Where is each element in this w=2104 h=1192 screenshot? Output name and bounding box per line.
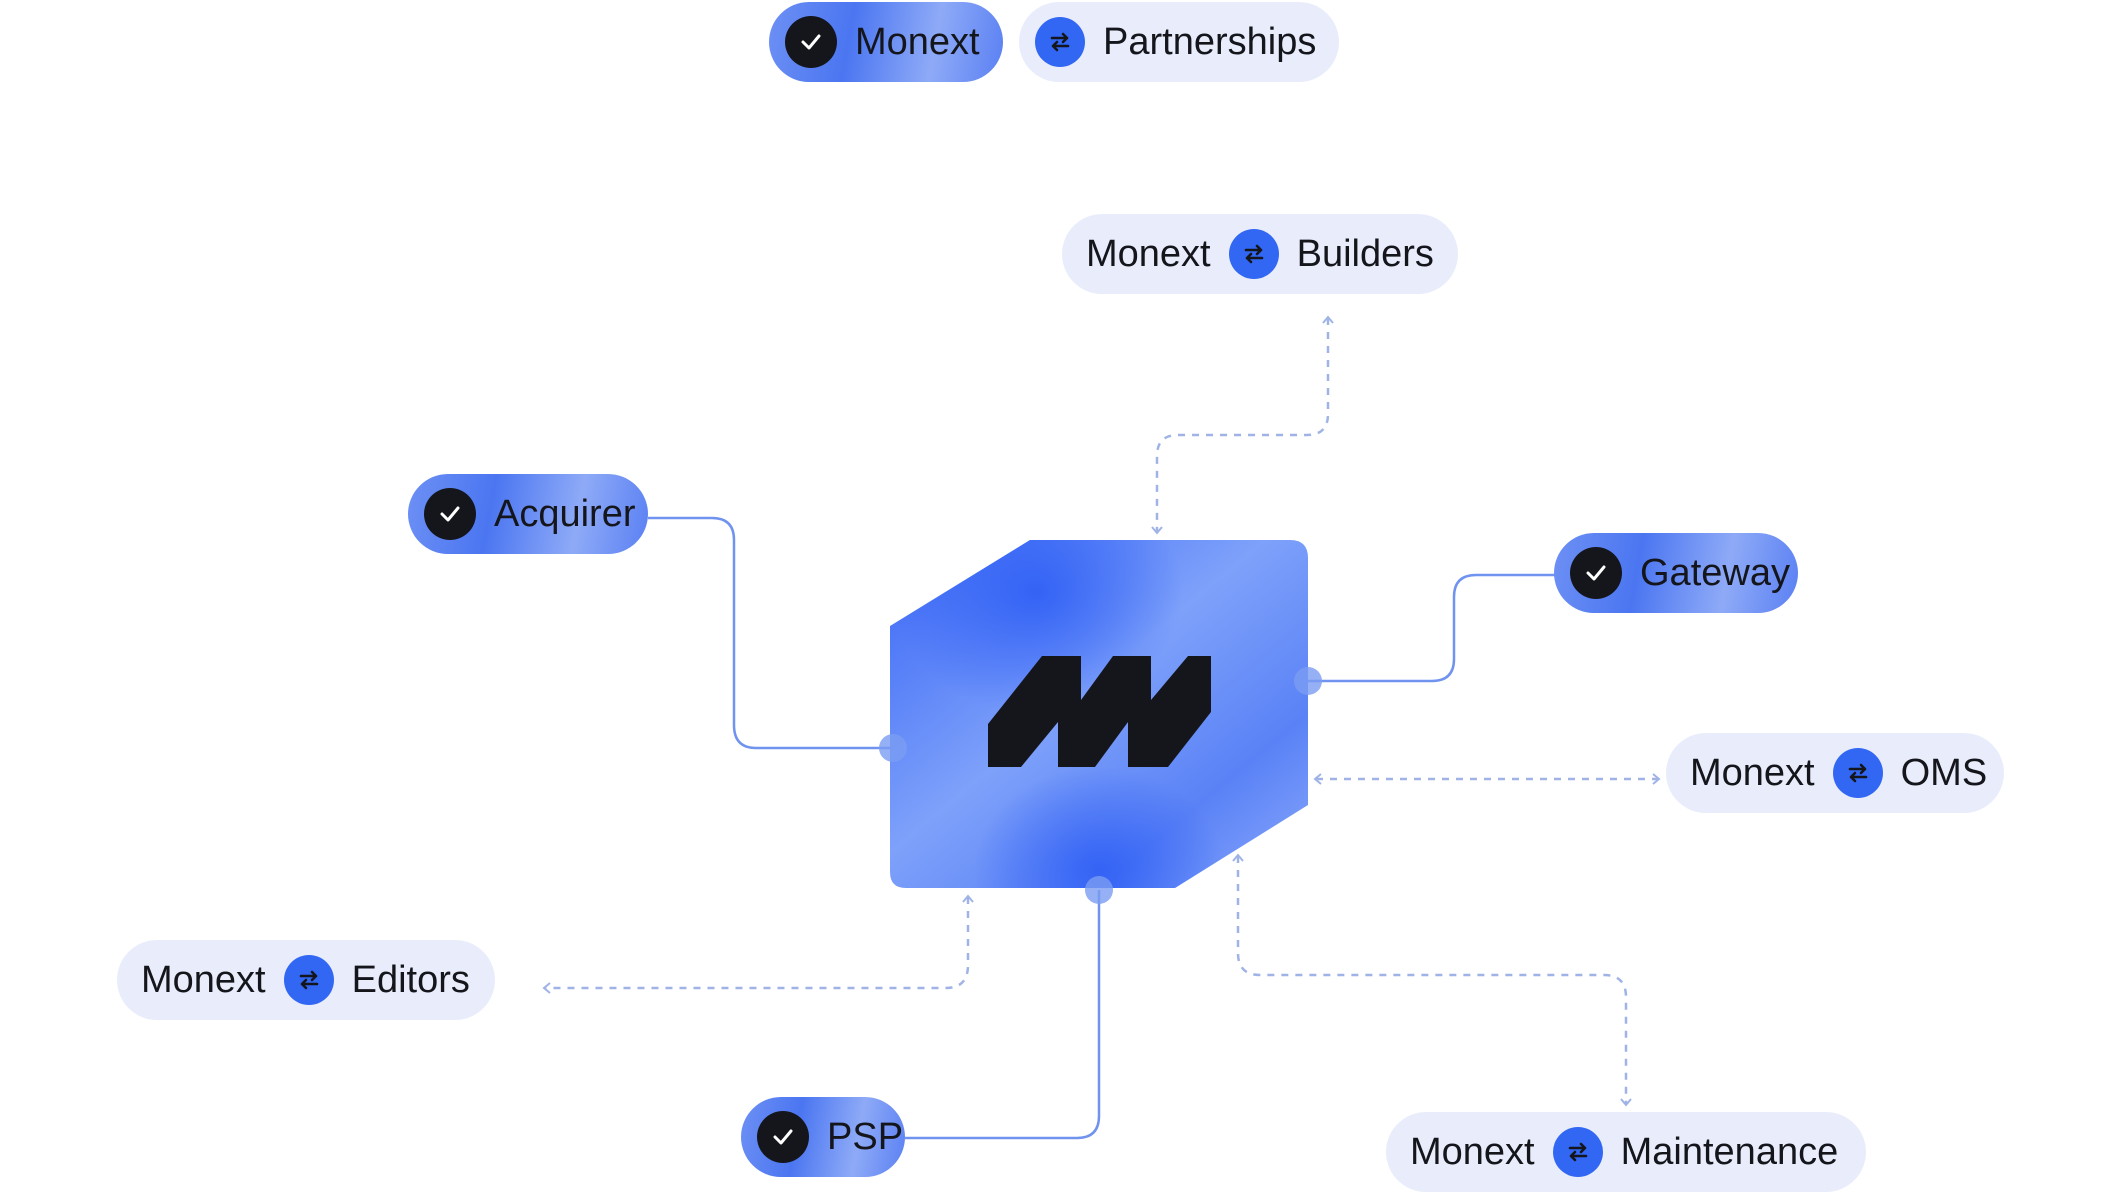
connection-dots	[879, 667, 1322, 904]
dot-acquirer	[879, 734, 907, 762]
dashed-link-maintenance	[1232, 853, 1632, 1107]
monext-logo	[988, 656, 1211, 767]
dashed-link-editors	[542, 894, 974, 994]
oms-left-label: Monext	[1690, 751, 1815, 794]
builders-left-label: Monext	[1086, 232, 1211, 275]
connector-psp	[905, 890, 1101, 1140]
monext-label: Monext	[855, 20, 980, 63]
monext-pill[interactable]: Monext	[769, 2, 1003, 82]
editors-pill[interactable]: Monext Editors	[117, 940, 495, 1020]
check-icon	[757, 1111, 809, 1163]
psp-label: PSP	[827, 1115, 904, 1158]
psp-pill[interactable]: PSP	[741, 1097, 905, 1177]
editors-right-label: Editors	[351, 958, 470, 1001]
acquirer-label: Acquirer	[494, 492, 636, 535]
maintenance-pill[interactable]: Monext Maintenance	[1386, 1112, 1866, 1192]
dot-psp	[1085, 876, 1113, 904]
builders-pill[interactable]: Monext Builders	[1062, 214, 1458, 294]
monext-hub	[890, 540, 1308, 888]
swap-arrows-icon	[1552, 1127, 1603, 1177]
partnerships-label: Partnerships	[1103, 20, 1317, 63]
builders-right-label: Builders	[1296, 232, 1434, 275]
oms-right-label: OMS	[1900, 751, 1988, 794]
connector-acquirer	[648, 516, 893, 750]
dashed-link-builders	[1151, 315, 1334, 535]
dot-gateway	[1294, 667, 1322, 695]
partnerships-pill[interactable]: Partnerships	[1019, 2, 1339, 82]
connector-gateway	[1308, 573, 1556, 683]
check-icon	[424, 488, 476, 540]
swap-arrows-icon	[1832, 748, 1883, 798]
maintenance-right-label: Maintenance	[1620, 1130, 1839, 1173]
oms-pill[interactable]: Monext OMS	[1666, 733, 2004, 813]
gateway-pill[interactable]: Gateway	[1554, 533, 1798, 613]
acquirer-pill[interactable]: Acquirer	[408, 474, 648, 554]
swap-arrows-icon	[1035, 17, 1085, 67]
swap-arrows-icon	[1228, 229, 1279, 279]
swap-arrows-icon	[283, 955, 334, 1005]
gateway-label: Gateway	[1640, 551, 1790, 594]
maintenance-left-label: Monext	[1410, 1130, 1535, 1173]
editors-left-label: Monext	[141, 958, 266, 1001]
check-icon	[1570, 547, 1622, 599]
check-icon	[785, 16, 837, 68]
